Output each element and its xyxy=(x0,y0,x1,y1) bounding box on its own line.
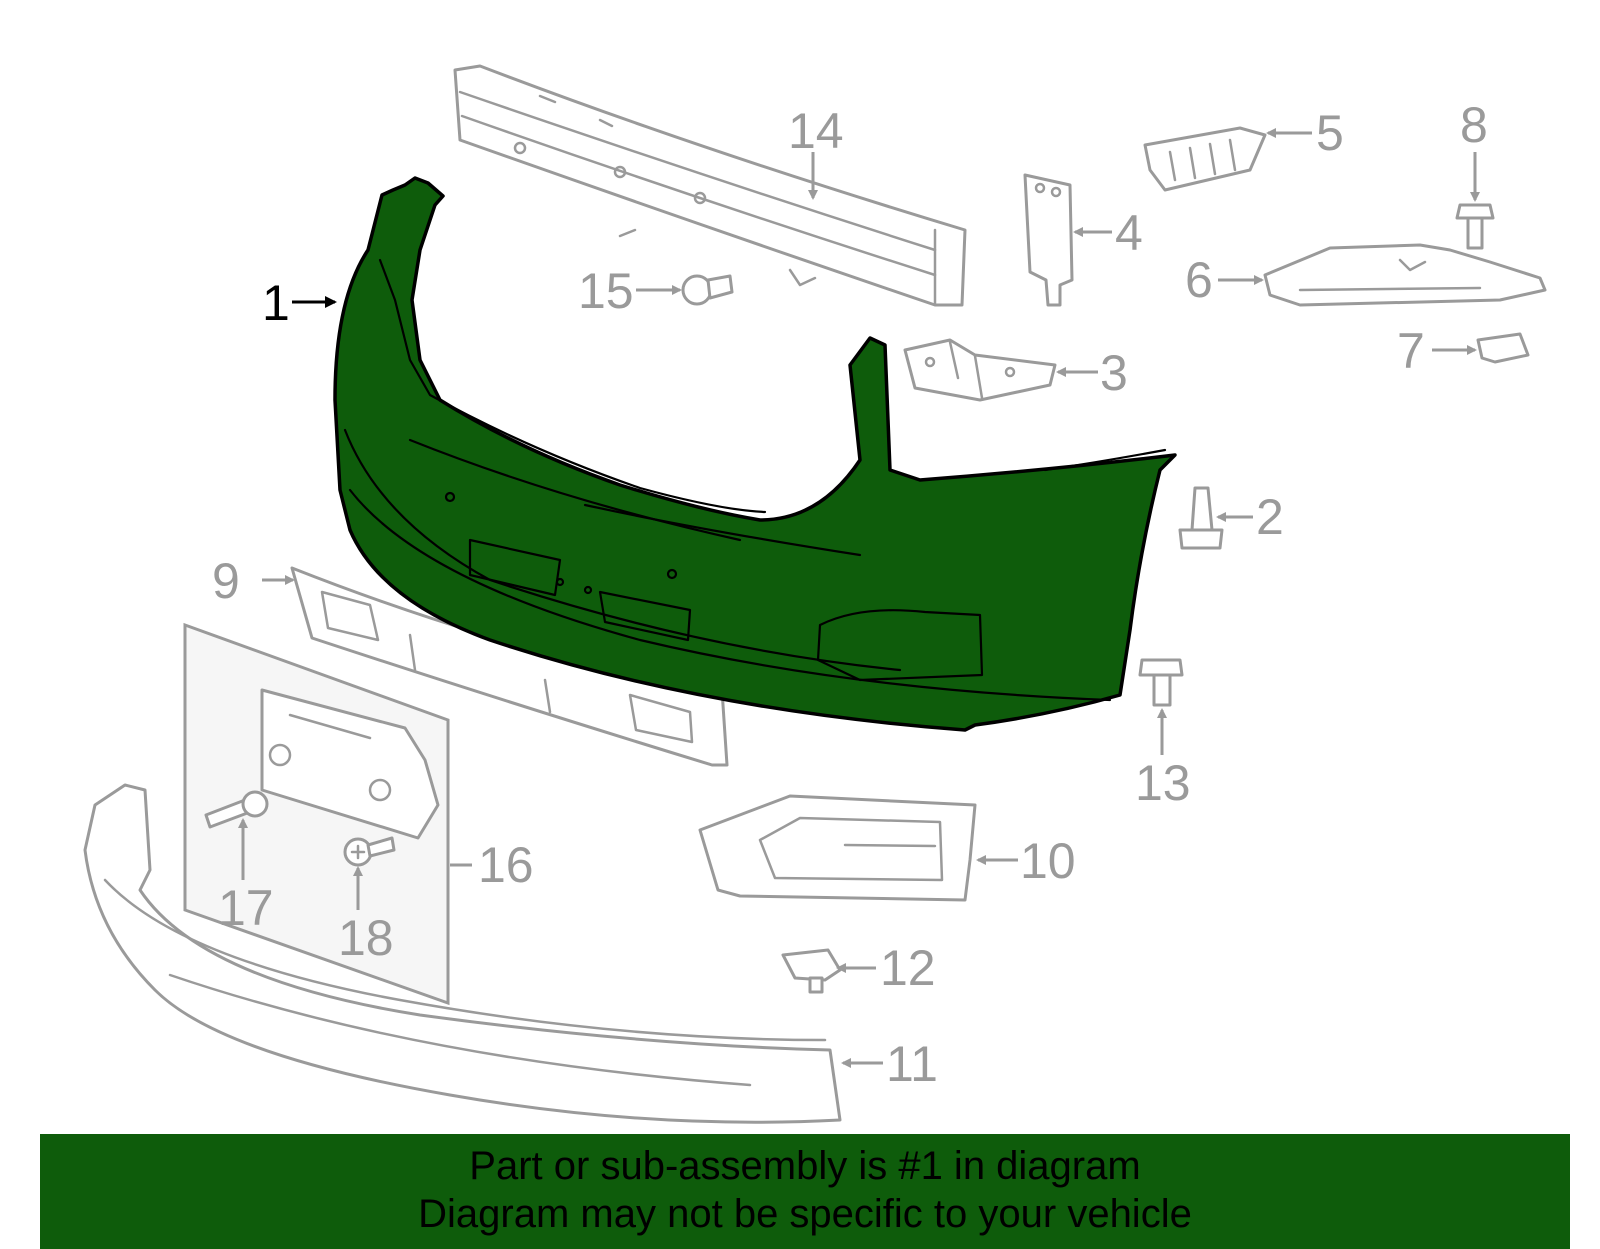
callout-6: 6 xyxy=(1185,252,1213,308)
banner-line-1: Part or sub-assembly is #1 in diagram xyxy=(469,1144,1141,1188)
callout-8: 8 xyxy=(1460,97,1488,153)
callout-11: 11 xyxy=(886,1036,938,1092)
bracket-part-4 xyxy=(1023,173,1074,307)
bracket-part-3 xyxy=(903,338,1057,402)
callout-7: 7 xyxy=(1397,323,1425,379)
callout-10: 10 xyxy=(1020,833,1076,889)
license-bracket-part-16 xyxy=(183,622,450,1006)
parts-diagram: 1 2 3 4 5 6 7 8 9 10 11 12 13 14 15 16 1… xyxy=(83,64,1547,1124)
bolt-part-13 xyxy=(1138,658,1184,707)
screw-part-18 xyxy=(343,836,396,867)
callout-14: 14 xyxy=(788,103,844,159)
bracket-part-5 xyxy=(1143,126,1267,192)
callout-2: 2 xyxy=(1256,489,1284,545)
bolt-part-15 xyxy=(681,274,734,306)
bracket-part-6 xyxy=(1263,243,1547,307)
callout-13: 13 xyxy=(1135,755,1191,811)
banner-line-2: Diagram may not be specific to your vehi… xyxy=(418,1192,1192,1236)
bolt-part-8 xyxy=(1455,203,1495,250)
callout-17: 17 xyxy=(218,880,274,936)
bumper-cover-part-1 xyxy=(333,176,1177,732)
reinforcement-part-9 xyxy=(290,566,729,767)
callout-4: 4 xyxy=(1115,205,1143,261)
lower-valance-part-11 xyxy=(83,783,842,1124)
fog-lamp-bezel-part-10 xyxy=(698,794,977,902)
callout-3: 3 xyxy=(1100,345,1128,401)
callout-16: 16 xyxy=(478,837,534,893)
disclaimer-banner: Part or sub-assembly is #1 in diagram Di… xyxy=(40,1134,1570,1249)
callout-15: 15 xyxy=(578,263,634,319)
callout-12: 12 xyxy=(880,940,936,996)
impact-bar-part-14 xyxy=(453,64,967,307)
callout-5: 5 xyxy=(1316,105,1344,161)
push-pin-part-2 xyxy=(1178,486,1224,550)
callout-1: 1 xyxy=(262,275,290,331)
pin-part-17 xyxy=(204,790,269,829)
callout-18: 18 xyxy=(338,910,394,966)
clip-part-12 xyxy=(781,948,842,994)
clip-part-7 xyxy=(1476,332,1530,364)
callout-9: 9 xyxy=(212,553,240,609)
